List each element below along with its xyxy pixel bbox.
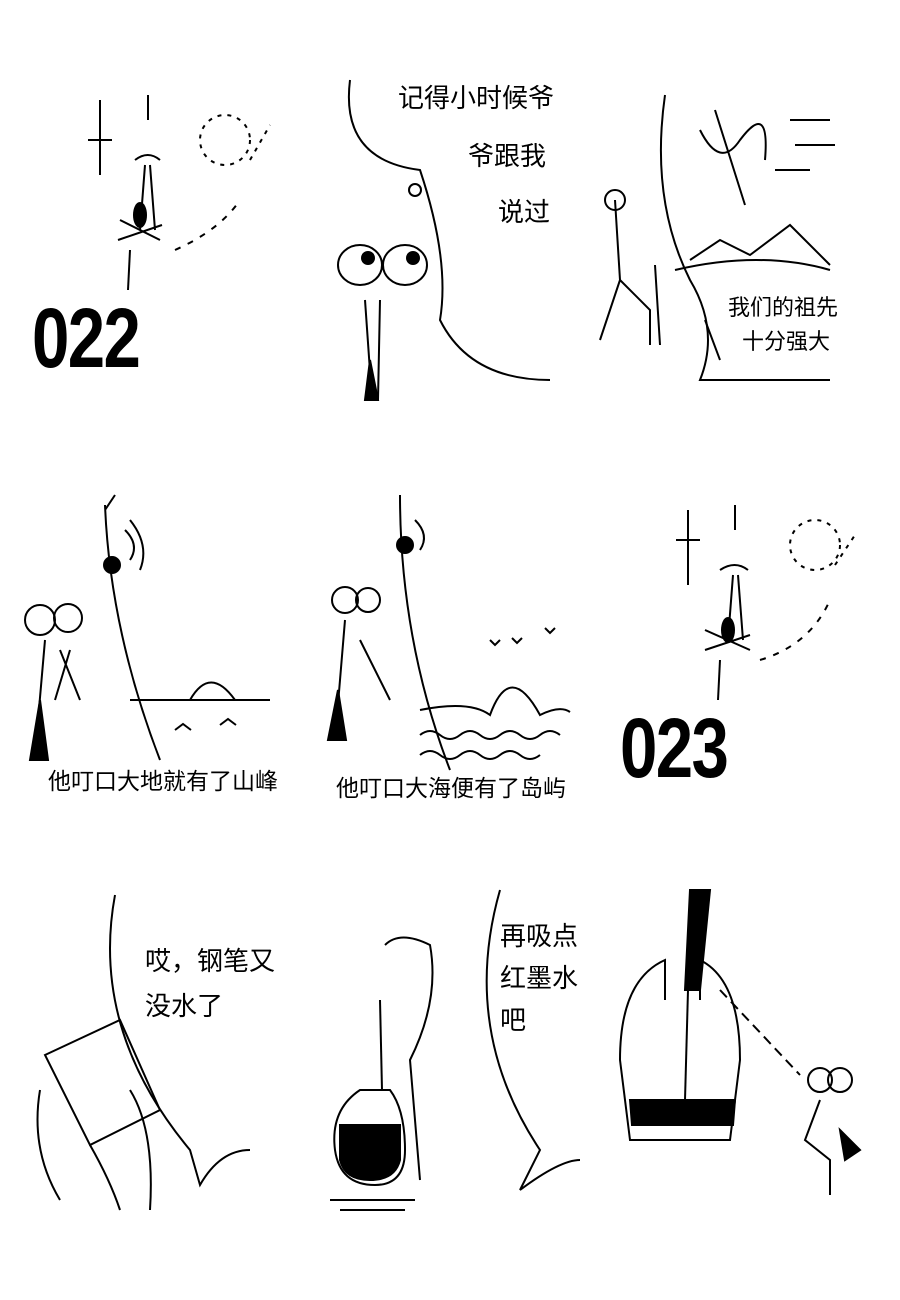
ink-bottle-closeup bbox=[618, 889, 862, 1195]
pen-hands-scene bbox=[36, 894, 251, 1211]
panel3-text-line1: 我们的祖先 bbox=[728, 296, 839, 321]
episode-number-022: 022 bbox=[32, 291, 141, 385]
panel8-text-line3: 吧 bbox=[500, 1006, 527, 1036]
sea-scene bbox=[326, 494, 571, 771]
panel2-text-line2: 爷跟我 bbox=[468, 142, 547, 172]
panel5-caption: 他叮口大海便有了岛屿 bbox=[336, 776, 566, 802]
panel2-text-line3: 说过 bbox=[498, 198, 551, 228]
panel2-text-line1: 记得小时候爷 bbox=[398, 84, 555, 114]
panel7-text-line1: 哎，钢笔又 bbox=[145, 947, 276, 977]
grandpa-scene bbox=[599, 94, 835, 382]
episode-number-023: 023 bbox=[620, 701, 729, 795]
panel7-text-line2: 没水了 bbox=[145, 992, 224, 1022]
panel3-text-line2: 十分强大 bbox=[742, 330, 831, 355]
panel8-text-line2: 红墨水 bbox=[500, 964, 579, 994]
mosquito-drawing-2 bbox=[676, 505, 856, 701]
big-mosquito-face bbox=[337, 79, 551, 401]
panel8-text-line1: 再吸点 bbox=[500, 922, 579, 952]
mosquito-drawing-1 bbox=[88, 95, 271, 291]
panel4-caption: 他叮口大地就有了山峰 bbox=[48, 769, 278, 795]
ink-bottle-scene bbox=[330, 889, 581, 1211]
mountain-scene bbox=[24, 494, 270, 761]
